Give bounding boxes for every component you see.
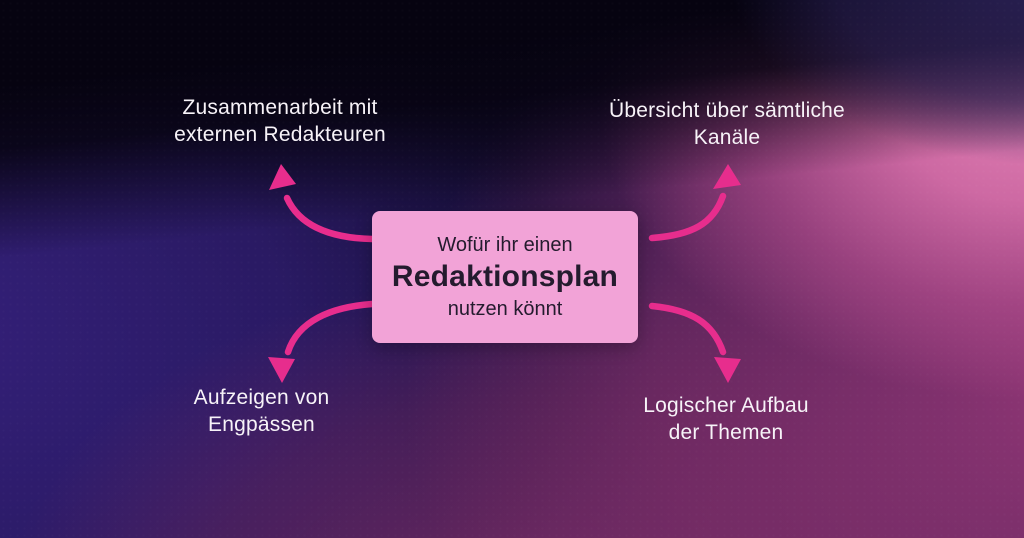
center-box-title: Redaktionsplan [391, 260, 619, 293]
arrow-top-left-icon [269, 164, 376, 243]
arrow-bottom-right-icon [648, 302, 741, 383]
center-box: Wofür ihr einen Redaktionsplan nutzen kö… [372, 211, 638, 343]
arrow-bottom-left-icon [268, 300, 376, 383]
label-bottom-left: Aufzeigen von Engpässen [193, 386, 330, 436]
label-bottom-right: Logischer Aufbau der Themen [643, 394, 809, 444]
center-box-outro: nutzen könnt [447, 298, 563, 320]
center-box-intro: Wofür ihr einen [437, 234, 573, 256]
arrow-top-right-icon [648, 164, 741, 242]
label-top-left: Zusammenarbeit mit externen Redakteuren [174, 96, 386, 146]
label-top-right: Übersicht über sämtliche Kanäle [609, 99, 845, 149]
